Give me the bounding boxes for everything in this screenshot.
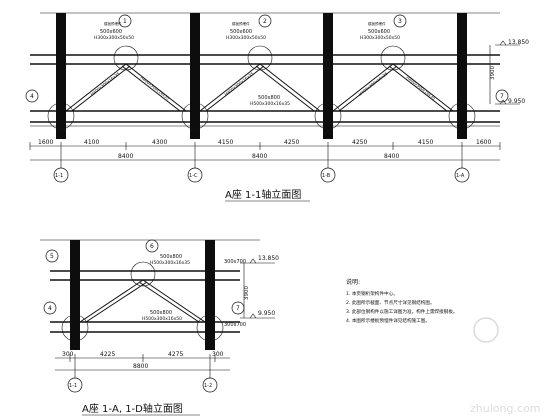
svg-text:4: 4: [48, 305, 52, 312]
brace-label-1: H400x300x16x35: [90, 71, 121, 97]
bottom-chord-1: [30, 110, 500, 123]
level-marks-1: 13.850 9.950 3900: [489, 39, 529, 105]
e2-beam-label-bottom: 300x700: [224, 322, 246, 328]
elevation-1-title: A座 1-1轴立面图: [225, 188, 301, 201]
level-bottom-1: 9.950: [508, 98, 525, 105]
svg-text:4300: 4300: [152, 139, 167, 146]
e2-top-chord-label: 500x800: [160, 254, 182, 260]
svg-text:4100: 4100: [84, 139, 99, 146]
svg-text:1600: 1600: [38, 139, 53, 146]
general-notes: 说明: 1. 本页钢桁架构件中心。 2. 此图所示截面、节点尺寸详见钢结构图。 …: [346, 278, 458, 324]
brace-label-5: H400x300x16x35: [405, 75, 436, 101]
svg-text:1-A: 1-A: [456, 173, 465, 179]
svg-text:300: 300: [212, 351, 224, 358]
brace-label-3: H400x300x16x35: [224, 71, 255, 97]
svg-text:8400: 8400: [118, 153, 133, 160]
svg-text:8400: 8400: [384, 153, 399, 160]
bottom-chord-label-1: 500x800: [258, 95, 280, 101]
column-1-1: [56, 13, 66, 139]
dimension-chain-1: 1600 4100 4300 4150 4250 4250 4150 1600 …: [29, 139, 501, 164]
notes-heading: 说明:: [346, 278, 360, 286]
e2-bottom-chord-label: 500x800: [150, 310, 172, 316]
watermark: zhulong.com: [470, 317, 540, 415]
brace-label-2: H400x300x16x35: [139, 75, 170, 101]
svg-text:1-C: 1-C: [189, 173, 198, 179]
elevation-2: 500x800 H500x300x16x35 500x800 H500x300x…: [40, 239, 279, 416]
svg-text:4225: 4225: [100, 351, 115, 358]
callout-bubbles-2: 5 6 4 7: [43, 239, 245, 315]
top-chord-1: [30, 54, 500, 65]
elevation-1: 500x600 H300x300x50x50 500x600 H300x300x…: [25, 12, 529, 202]
svg-text:3: 3: [398, 18, 402, 25]
column-1-2-e2: [205, 240, 215, 350]
height-dim-1: 3900: [490, 66, 496, 80]
note-line-1: 1. 本页钢桁架构件中心。: [346, 290, 398, 297]
embed-note-1: 楼板预埋件: [104, 21, 122, 26]
e2-bottom-chord-sub-label: H500x300x16x50: [142, 316, 182, 322]
note-line-4: 4. 本图所示楼板预埋件详见结构施工图。: [346, 317, 430, 324]
svg-text:2: 2: [263, 18, 267, 25]
level-top-2: 13.850: [258, 255, 279, 262]
svg-text:1-2: 1-2: [204, 383, 212, 389]
e2-top-chord-sub-label: H500x300x16x35: [150, 260, 190, 266]
svg-text:4150: 4150: [418, 139, 433, 146]
svg-text:1-B: 1-B: [322, 173, 331, 179]
column-1-c: [190, 13, 200, 139]
svg-text:8400: 8400: [252, 153, 267, 160]
embed-note-3: 楼板预埋件: [368, 21, 386, 26]
svg-text:7: 7: [500, 93, 504, 100]
svg-text:zhulong.com: zhulong.com: [470, 402, 540, 415]
svg-text:4250: 4250: [352, 139, 367, 146]
svg-text:8800: 8800: [133, 363, 148, 370]
top-chord-label-2: 500x600: [230, 29, 252, 35]
svg-text:4250: 4250: [284, 139, 299, 146]
note-line-3: 3. 此部位钢构件以施工详图为准，构件上需焊接钢板。: [346, 308, 458, 315]
level-top-1: 13.850: [508, 39, 529, 46]
top-chord-sub-label-1: H300x300x50x50: [94, 35, 134, 41]
column-1-b: [323, 13, 333, 139]
axis-bubbles-1: 1-1 1-C 1-B 1-A: [53, 164, 470, 183]
dimension-chain-2: 300 4225 4275 300 8800: [55, 351, 230, 374]
svg-text:1600: 1600: [476, 139, 491, 146]
svg-text:4275: 4275: [168, 351, 183, 358]
node-circles-1: [47, 45, 476, 130]
axis-bubbles-2: 1-1 1-2: [67, 374, 218, 393]
top-chord-sub-label-2: H300x300x50x50: [226, 35, 266, 41]
svg-text:6: 6: [150, 243, 154, 250]
e2-beam-label-top: 300x700: [224, 259, 246, 265]
svg-text:1-1: 1-1: [69, 383, 77, 389]
svg-text:4150: 4150: [218, 139, 233, 146]
height-dim-2: 3900: [244, 286, 250, 300]
diagonal-braces-1: [65, 63, 454, 112]
svg-text:1: 1: [123, 18, 127, 25]
top-chord-sub-label-3: H300x300x50x50: [360, 35, 400, 41]
level-bottom-2: 9.950: [258, 310, 275, 317]
top-chord-label-3: 500x600: [368, 29, 390, 35]
note-line-2: 2. 此图所示截面、节点尺寸详见钢结构图。: [346, 299, 435, 306]
bottom-chord-sub-label-1: H500x300x16x35: [250, 101, 290, 107]
column-1-a: [457, 13, 467, 139]
svg-text:300: 300: [62, 351, 74, 358]
elevation-2-title: A座 1-A, 1-D轴立面图: [82, 402, 183, 415]
level-marks-2: 13.850 9.950 3900: [240, 255, 279, 319]
callout-bubbles-1: 1 2 3 4 7: [25, 14, 509, 103]
brace-label-4: H400x300x16x35: [358, 71, 389, 97]
column-1-1-e2: [70, 240, 80, 350]
top-chord-label-1: 500x600: [100, 29, 122, 35]
diagonal-braces-2: [79, 279, 206, 323]
svg-text:4: 4: [30, 93, 34, 100]
svg-text:7: 7: [236, 305, 240, 312]
svg-text:1-1: 1-1: [55, 173, 63, 179]
node-circles-2: [61, 261, 224, 342]
embed-note-2: 楼板预埋件: [232, 21, 250, 26]
svg-text:5: 5: [50, 253, 54, 260]
